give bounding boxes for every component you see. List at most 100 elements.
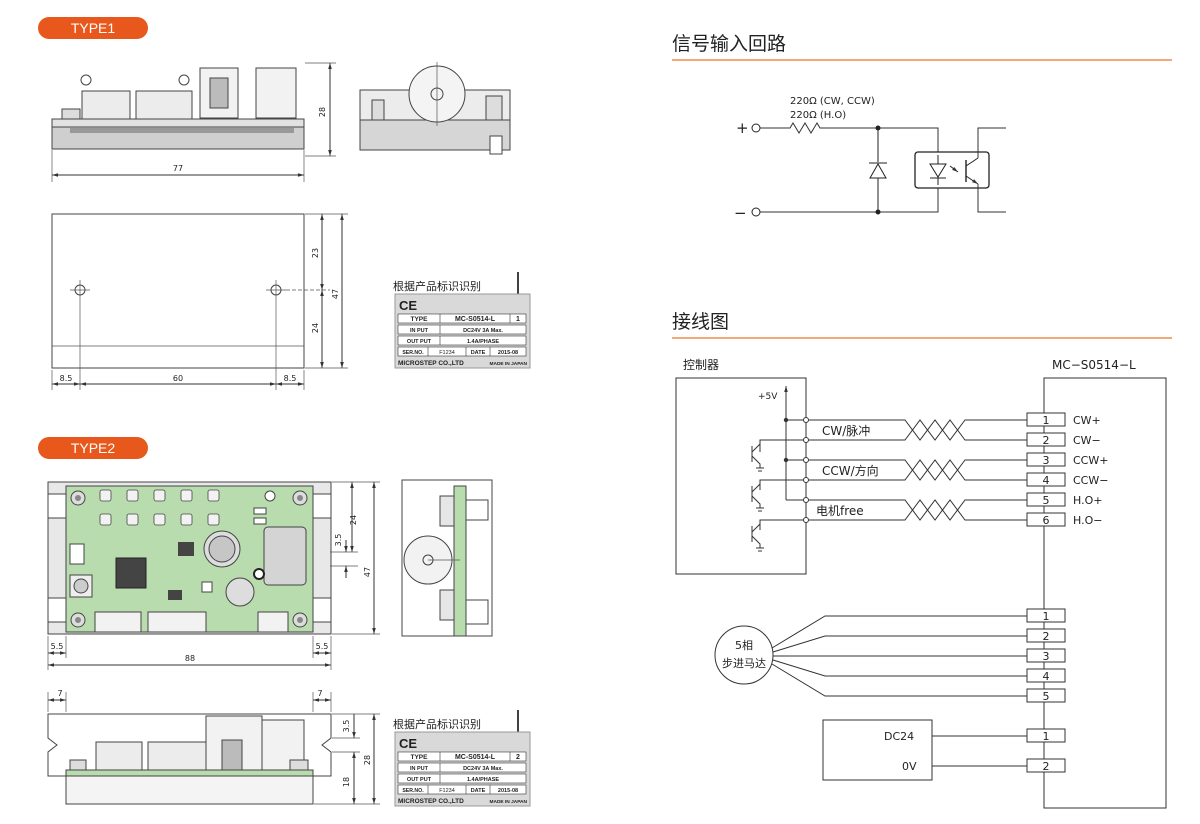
type2-dim-tab-right: 7: [317, 689, 322, 698]
svg-text:DC24V 3A Max.: DC24V 3A Max.: [463, 328, 503, 334]
type2-dim-side-offset: 3.5: [342, 720, 351, 733]
signal-circuit: + − 220Ω (CW, CCW) 220Ω (H.O): [734, 96, 1006, 222]
svg-text:CW−: CW−: [1073, 434, 1101, 447]
ce-mark-icon: CE: [399, 298, 417, 313]
power-zero-label: 0V: [902, 760, 917, 773]
svg-text:1: 1: [516, 316, 520, 323]
motor-terminal-block: 1 2 3 4 5: [1026, 608, 1066, 703]
type2-dim-margin-right: 5.5: [316, 642, 329, 651]
wiring-title: 接线图: [672, 311, 729, 333]
svg-text:1.4A/PHASE: 1.4A/PHASE: [467, 777, 499, 783]
svg-text:2: 2: [1043, 760, 1050, 773]
type2-dim-board-top: 24: [349, 515, 358, 525]
svg-text:6: 6: [1043, 514, 1050, 527]
svg-text:1: 1: [1043, 414, 1050, 427]
svg-text:CW+: CW+: [1073, 414, 1101, 427]
svg-text:SER.NO.: SER.NO.: [402, 788, 424, 794]
type1-label: TYPE1: [71, 20, 116, 36]
type1-end-view: [359, 62, 511, 155]
svg-text:2: 2: [516, 754, 520, 761]
type2-side-view: [47, 713, 332, 805]
svg-text:OUT PUT: OUT PUT: [407, 339, 432, 345]
resistor-label-1: 220Ω (CW, CCW): [790, 96, 875, 107]
svg-text:MC-S0514-L: MC-S0514-L: [455, 754, 496, 761]
svg-text:4: 4: [1043, 474, 1050, 487]
svg-text:TYPE: TYPE: [411, 316, 429, 323]
svg-text:MC-S0514-L: MC-S0514-L: [455, 316, 496, 323]
type2-dim-side-height: 28: [363, 755, 372, 765]
type2-dim-width: 47: [363, 567, 372, 577]
svg-text:3: 3: [1043, 454, 1050, 467]
type1-dim-height: 28: [318, 107, 327, 117]
signal-motor-free: 电机free: [816, 504, 864, 518]
type2-end-view: [401, 479, 493, 637]
svg-text:1: 1: [1043, 610, 1050, 623]
svg-text:CCW−: CCW−: [1073, 474, 1108, 487]
svg-text:IN PUT: IN PUT: [410, 328, 429, 334]
svg-text:1.4A/PHASE: 1.4A/PHASE: [467, 339, 499, 345]
signal-circuit-title: 信号输入回路: [672, 33, 786, 55]
svg-text:CCW+: CCW+: [1073, 454, 1108, 467]
svg-text:3: 3: [1043, 650, 1050, 663]
controller-label: 控制器: [683, 358, 719, 372]
stepper-motor: 5相 步进马达: [714, 615, 1027, 697]
svg-text:2015-08: 2015-08: [498, 350, 518, 356]
svg-text:2: 2: [1043, 630, 1050, 643]
ce-mark-icon: CE: [399, 736, 417, 751]
type2-dim-offset: 3.5: [334, 534, 343, 547]
svg-text:DC24V 3A Max.: DC24V 3A Max.: [463, 766, 503, 772]
power-supply: DC24 0V 1 2: [822, 719, 1066, 781]
type1-badge: TYPE1: [38, 17, 148, 39]
signal-ccw-dir: CCW/方向: [822, 463, 879, 478]
motor-label-phase: 5相: [735, 639, 753, 652]
svg-text:MADE IN JAPAN: MADE IN JAPAN: [490, 361, 528, 367]
type1-side-view: [51, 67, 305, 150]
type2-dim-margin-left: 5.5: [51, 642, 64, 651]
svg-text:TYPE: TYPE: [411, 754, 429, 761]
svg-text:H.O−: H.O−: [1073, 514, 1102, 527]
type2-label: TYPE2: [71, 440, 116, 456]
svg-text:MICROSTEP CO.,LTD: MICROSTEP CO.,LTD: [398, 798, 464, 805]
type1-dim-upper: 23: [311, 248, 320, 258]
signal-minus: −: [734, 204, 747, 222]
resistor-label-2: 220Ω (H.O): [790, 110, 846, 121]
svg-text:1: 1: [1043, 730, 1050, 743]
type2-dim-tab-left: 7: [57, 689, 62, 698]
svg-text:SER.NO.: SER.NO.: [402, 350, 424, 356]
type1-dim-hole-span: 60: [173, 374, 183, 383]
vcc-label: +5V: [758, 392, 778, 402]
type1-dim-length: 77: [173, 164, 183, 173]
svg-text:DATE: DATE: [471, 788, 486, 794]
type2-dim-length: 88: [185, 654, 195, 663]
type2-pcb-view: [47, 481, 332, 635]
svg-text:OUT PUT: OUT PUT: [407, 777, 432, 783]
motor-label-name: 步进马达: [722, 657, 766, 670]
svg-text:5: 5: [1043, 690, 1050, 703]
signal-terminal-block: 1 2 3 4 5 6 CW+ CW− CCW+ CCW− H.O+ H.O−: [1026, 412, 1108, 527]
type1-dim-width: 47: [331, 289, 340, 299]
svg-text:2015-08: 2015-08: [498, 788, 518, 794]
svg-text:F1234: F1234: [439, 788, 455, 794]
controller-block: +5V: [675, 377, 809, 575]
type1-plan-view: [51, 213, 330, 369]
type2-badge: TYPE2: [38, 437, 148, 459]
svg-text:H.O+: H.O+: [1073, 494, 1102, 507]
nameplate1-note: 根据产品标识识别: [393, 279, 481, 293]
svg-text:F1234: F1234: [439, 350, 455, 356]
svg-text:MICROSTEP CO.,LTD: MICROSTEP CO.,LTD: [398, 360, 464, 367]
type1-dim-hole-right: 8.5: [284, 374, 297, 383]
signal-plus: +: [736, 119, 749, 137]
svg-text:4: 4: [1043, 670, 1050, 683]
svg-text:2: 2: [1043, 434, 1050, 447]
nameplate-1: CE TYPE MC-S0514-L 1 IN PUT DC24V 3A Max…: [394, 293, 531, 369]
power-label: DC24: [884, 730, 914, 743]
device-label: MC−S0514−L: [1052, 358, 1136, 372]
type1-dim-hole-left: 8.5: [60, 374, 73, 383]
twisted-pair-wires: [809, 419, 1027, 521]
type1-dim-lower: 24: [311, 323, 320, 333]
svg-text:DATE: DATE: [471, 350, 486, 356]
type2-dim-side-lower: 18: [342, 777, 351, 787]
svg-text:5: 5: [1043, 494, 1050, 507]
svg-text:IN PUT: IN PUT: [410, 766, 429, 772]
